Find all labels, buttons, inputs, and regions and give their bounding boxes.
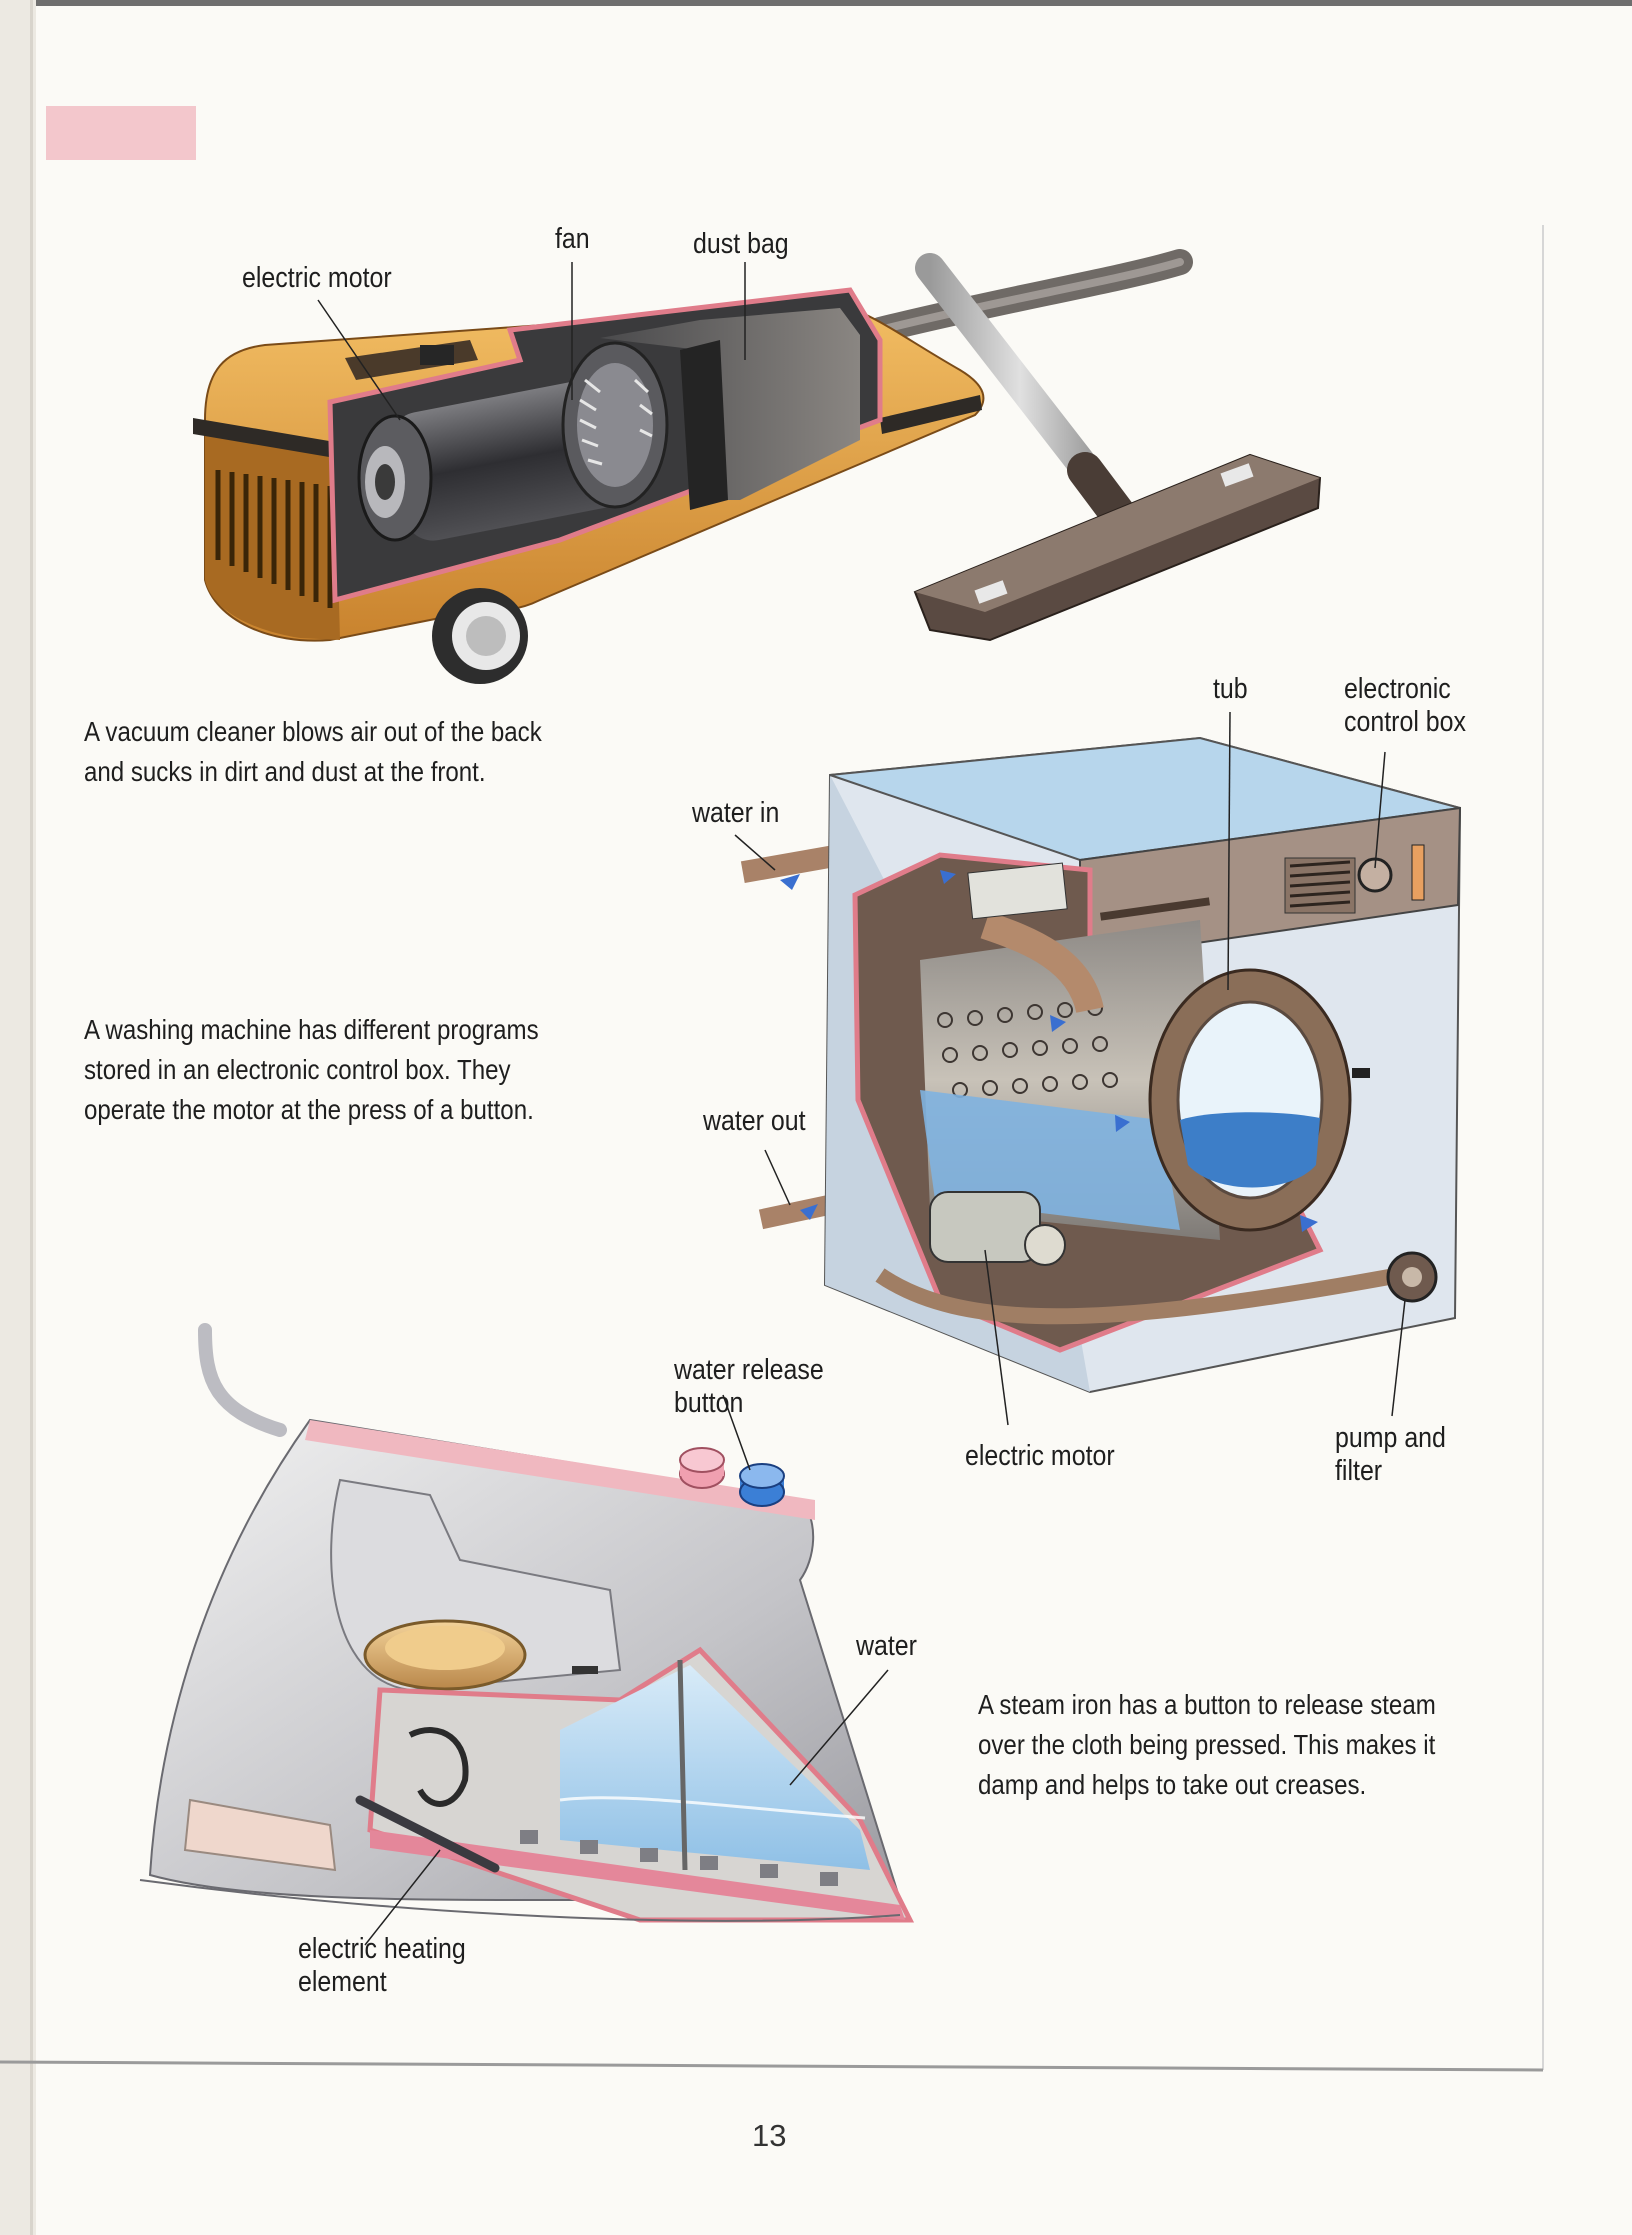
pink-tab — [46, 106, 196, 160]
label-water-out: water out — [703, 1105, 806, 1137]
label-fan: fan — [555, 223, 590, 255]
caption-vacuum-cleaner: A vacuum cleaner blows air out of the ba… — [84, 712, 542, 792]
label-line: filter — [1335, 1455, 1383, 1487]
label-line: element — [298, 1966, 387, 1998]
steam-iron-illustration — [139, 1323, 915, 1946]
caption-line: stored in an electronic control box. The… — [84, 1054, 511, 1085]
label-electric-heating-element: electric heating element — [298, 1933, 466, 1999]
caption-line: and sucks in dirt and dust at the front. — [84, 756, 486, 787]
label-washer-electric-motor: electric motor — [965, 1440, 1115, 1472]
label-water-release-button: water release button — [674, 1354, 824, 1420]
caption-line: A vacuum cleaner blows air out of the ba… — [84, 716, 542, 747]
label-vacuum-electric-motor: electric motor — [242, 262, 392, 294]
label-pump-and-filter: pump and filter — [1335, 1422, 1446, 1488]
caption-line: A washing machine has different programs — [84, 1014, 539, 1045]
label-line: control box — [1344, 706, 1466, 738]
caption-line: A steam iron has a button to release ste… — [978, 1689, 1436, 1720]
washing-machine-illustration — [734, 711, 1462, 1426]
caption-steam-iron: A steam iron has a button to release ste… — [978, 1685, 1436, 1805]
page-number: 13 — [752, 2118, 787, 2153]
label-line: button — [674, 1387, 744, 1419]
caption-line: over the cloth being pressed. This makes… — [978, 1729, 1436, 1760]
caption-line: operate the motor at the press of a butt… — [84, 1094, 534, 1125]
label-line: electronic — [1344, 673, 1451, 705]
caption-washing-machine: A washing machine has different programs… — [84, 1010, 539, 1130]
label-tub: tub — [1213, 673, 1248, 705]
caption-line: damp and helps to take out creases. — [978, 1769, 1367, 1800]
label-line: water release — [674, 1354, 824, 1386]
label-line: electric heating — [298, 1933, 466, 1965]
vacuum-cleaner-illustration — [193, 249, 1322, 684]
label-dust-bag: dust bag — [693, 228, 789, 260]
label-line: pump and — [1335, 1422, 1446, 1454]
label-water: water — [856, 1630, 917, 1662]
label-electronic-control-box: electronic control box — [1344, 673, 1466, 739]
label-water-in: water in — [692, 797, 780, 829]
